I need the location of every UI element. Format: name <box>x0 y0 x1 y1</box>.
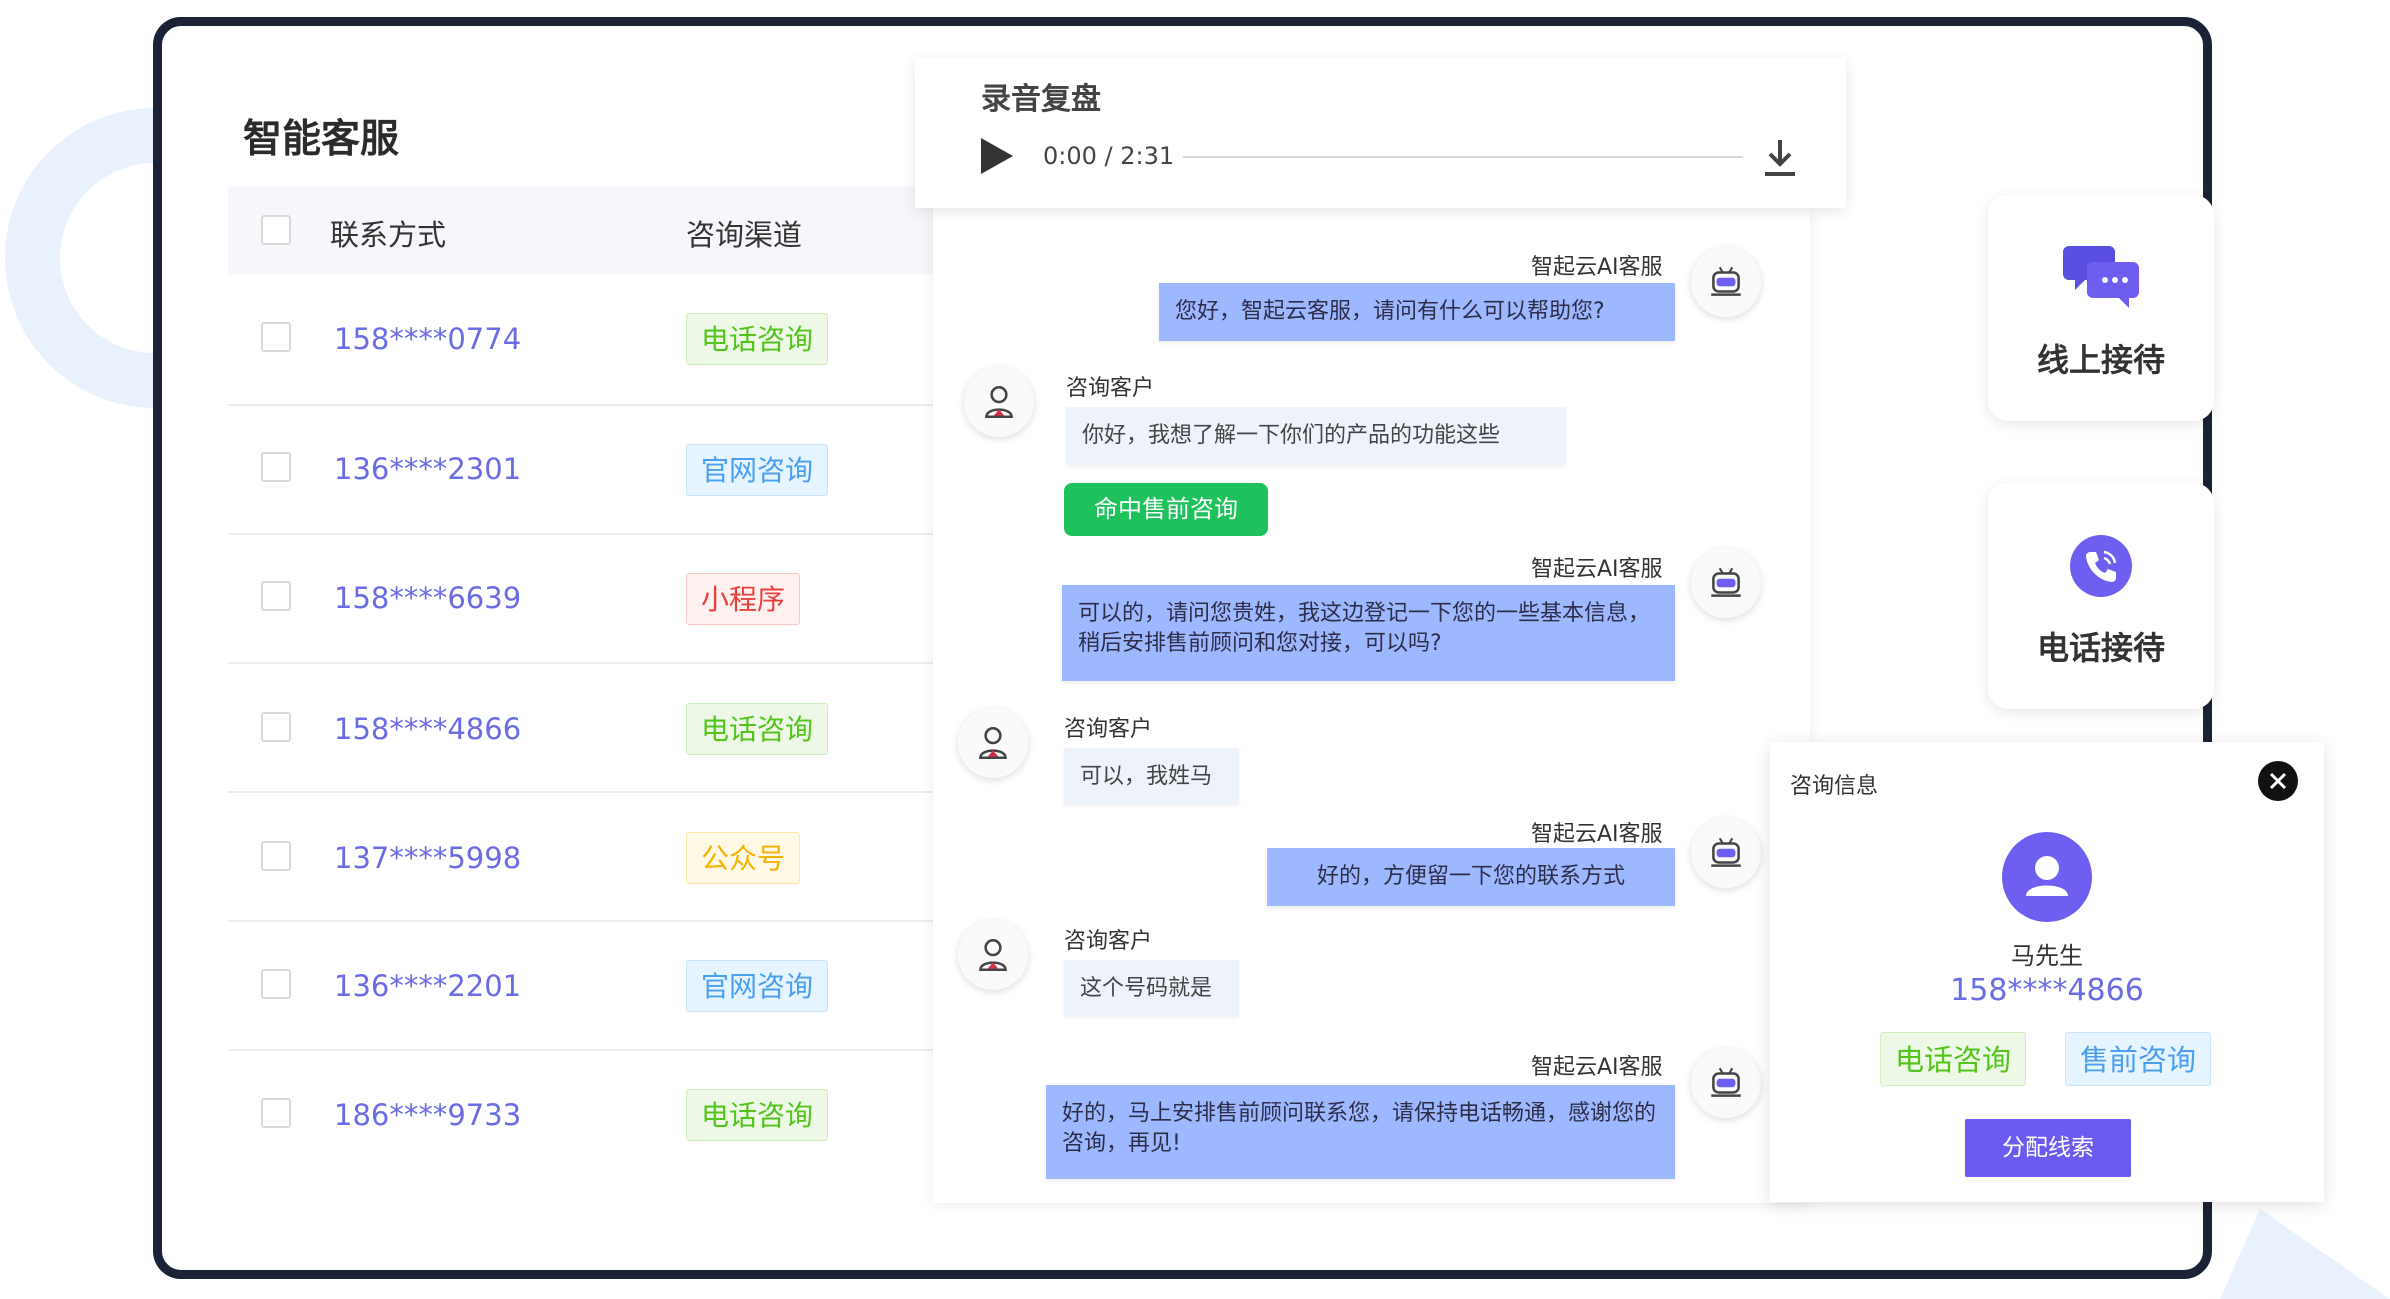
robot-icon <box>1705 1062 1747 1104</box>
user-sender-name: 咨询客户 <box>1066 376 1155 401</box>
bot-message-bubble: 您好，智起云客服，请问有什么可以帮助您? <box>1159 283 1675 341</box>
bot-avatar <box>1691 818 1761 888</box>
customer-intent-tag: 售前咨询 <box>2065 1032 2212 1086</box>
intent-hit-tag: 命中售前咨询 <box>1064 483 1268 536</box>
phone-reception-label: 电话接待 <box>2036 629 2165 667</box>
bot-message-bubble: 好的，方便留一下您的联系方式 <box>1267 848 1675 906</box>
user-message-bubble: 这个号码就是 <box>1064 960 1239 1016</box>
table-row[interactable]: 158****6639 小程序 <box>228 534 933 662</box>
row-checkbox[interactable] <box>261 1098 291 1128</box>
row-phone: 158****4866 <box>334 712 522 746</box>
table-row[interactable]: 136****2301 官网咨询 <box>228 405 933 533</box>
page-title: 智能客服 <box>243 117 400 162</box>
row-channel-tag: 官网咨询 <box>686 960 829 1012</box>
bot-avatar <box>1691 548 1761 618</box>
select-all-checkbox[interactable] <box>261 215 291 245</box>
phone-reception-card[interactable]: 电话接待 <box>1988 483 2214 709</box>
row-phone: 136****2301 <box>334 452 522 486</box>
row-divider <box>228 533 933 535</box>
assign-lead-button[interactable]: 分配线索 <box>1965 1119 2131 1177</box>
info-card-title: 咨询信息 <box>1790 774 1879 799</box>
bot-sender-name: 智起云AI客服 <box>1531 822 1663 847</box>
column-header-contact: 联系方式 <box>330 218 447 252</box>
row-checkbox[interactable] <box>261 581 291 611</box>
playback-progress-bar[interactable] <box>1183 156 1743 158</box>
user-icon <box>2026 856 2068 896</box>
robot-icon <box>1705 832 1747 874</box>
row-phone: 186****9733 <box>334 1098 522 1132</box>
row-divider <box>228 791 933 793</box>
robot-icon <box>1705 562 1747 604</box>
bot-sender-name: 智起云AI客服 <box>1531 557 1663 582</box>
row-phone: 158****6639 <box>334 581 522 615</box>
row-divider <box>228 920 933 922</box>
play-icon[interactable] <box>981 138 1013 174</box>
background-triangle-decoration <box>2220 1209 2390 1299</box>
bot-avatar <box>1691 1048 1761 1118</box>
playback-time: 0:00 / 2:31 <box>1043 142 1175 170</box>
row-checkbox[interactable] <box>261 969 291 999</box>
person-icon <box>978 381 1020 423</box>
close-button[interactable] <box>2258 761 2298 801</box>
row-checkbox[interactable] <box>261 841 291 871</box>
table-header <box>228 186 933 274</box>
row-checkbox[interactable] <box>261 322 291 352</box>
table-row[interactable]: 158****0774 电话咨询 <box>228 274 933 404</box>
bot-message-bubble: 好的，马上安排售前顾问联系您，请保持电话畅通，感谢您的咨询，再见! <box>1046 1085 1675 1179</box>
customer-avatar <box>2002 832 2092 922</box>
close-icon <box>2269 772 2287 790</box>
row-divider <box>228 662 933 664</box>
user-sender-name: 咨询客户 <box>1064 717 1153 742</box>
table-row[interactable]: 137****5998 公众号 <box>228 792 933 920</box>
bot-avatar <box>1691 247 1761 317</box>
recording-player: 录音复盘 0:00 / 2:31 <box>915 58 1846 208</box>
user-message-bubble: 你好，我想了解一下你们的产品的功能这些 <box>1066 407 1566 465</box>
user-avatar <box>958 708 1028 778</box>
row-checkbox[interactable] <box>261 452 291 482</box>
row-divider <box>228 1049 933 1051</box>
phone-call-icon <box>2070 535 2132 597</box>
row-phone: 158****0774 <box>334 322 522 356</box>
row-channel-tag: 电话咨询 <box>686 1089 829 1141</box>
row-channel-tag: 小程序 <box>686 573 801 625</box>
user-avatar <box>964 367 1034 437</box>
bot-sender-name: 智起云AI客服 <box>1531 1055 1663 1080</box>
row-divider <box>228 404 933 406</box>
customer-channel-tag: 电话咨询 <box>1880 1032 2027 1086</box>
online-reception-card[interactable]: 线上接待 <box>1988 195 2214 421</box>
row-checkbox[interactable] <box>261 712 291 742</box>
row-phone: 137****5998 <box>334 841 522 875</box>
user-avatar <box>958 920 1028 990</box>
online-reception-label: 线上接待 <box>2036 341 2165 379</box>
recorder-title: 录音复盘 <box>981 82 1101 117</box>
robot-icon <box>1705 261 1747 303</box>
row-channel-tag: 电话咨询 <box>686 703 829 755</box>
bot-sender-name: 智起云AI客服 <box>1531 255 1663 280</box>
table-row[interactable]: 158****4866 电话咨询 <box>228 663 933 791</box>
person-icon <box>972 722 1014 764</box>
table-row[interactable]: 186****9733 电话咨询 <box>228 1050 933 1178</box>
row-channel-tag: 电话咨询 <box>686 313 829 365</box>
chat-transcript-panel <box>933 205 1810 1203</box>
table-row[interactable]: 136****2201 官网咨询 <box>228 921 933 1049</box>
bot-message-bubble: 可以的，请问您贵姓，我这边登记一下您的一些基本信息，稍后安排售前顾问和您对接，可… <box>1062 585 1675 681</box>
row-phone: 136****2201 <box>334 969 522 1003</box>
row-channel-tag: 官网咨询 <box>686 444 829 496</box>
column-header-channel: 咨询渠道 <box>686 218 803 252</box>
chat-bubbles-icon <box>2063 246 2139 308</box>
customer-info-card: 咨询信息 马先生 158****4866 电话咨询 售前咨询 分配线索 <box>1770 742 2324 1202</box>
customer-phone: 158****4866 <box>1950 973 2144 1008</box>
user-sender-name: 咨询客户 <box>1064 929 1153 954</box>
user-message-bubble: 可以，我姓马 <box>1064 748 1239 804</box>
row-channel-tag: 公众号 <box>686 832 801 884</box>
person-icon <box>972 934 1014 976</box>
customer-name: 马先生 <box>2011 942 2083 970</box>
download-icon[interactable] <box>1760 136 1800 180</box>
